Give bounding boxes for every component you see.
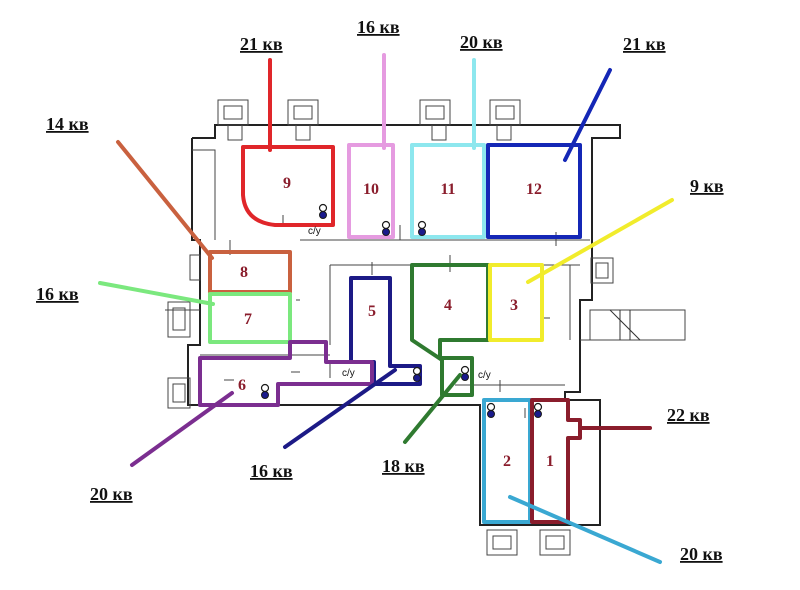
room-number-11: 11 <box>440 181 455 198</box>
room-9-outline <box>241 145 335 227</box>
toilet-icon <box>412 366 422 382</box>
area-labels: 21 кв 16 кв 20 кв 21 кв 14 кв 9 кв 16 кв… <box>36 17 724 564</box>
area-label-room-9: 21 кв <box>240 34 283 54</box>
area-label-room-10: 16 кв <box>357 17 400 37</box>
area-label-room-5: 16 кв <box>250 461 293 481</box>
area-label-room-7: 16 кв <box>36 284 79 304</box>
toilet-icon <box>533 402 543 418</box>
area-label-room-1: 22 кв <box>667 405 710 425</box>
room-number-5: 5 <box>368 303 376 320</box>
room-4-outline <box>410 263 490 397</box>
room-number-3: 3 <box>510 297 518 314</box>
area-label-room-8: 14 кв <box>46 114 89 134</box>
bathroom-label-top: с/у <box>308 226 321 237</box>
leader-line-6 <box>130 391 234 467</box>
bathroom-label-right: с/у <box>478 370 491 381</box>
toilet-icon <box>486 402 496 418</box>
room-11-outline <box>410 143 486 239</box>
room-7-outline <box>208 292 292 344</box>
window-bays <box>167 99 614 556</box>
room-numbers: 9 10 11 12 8 7 5 4 3 6 2 1 <box>238 175 554 470</box>
leader-line-3 <box>526 198 674 284</box>
room-number-9: 9 <box>283 175 291 192</box>
room-number-12: 12 <box>526 181 542 198</box>
room-8-outline <box>208 250 292 294</box>
area-label-room-11: 20 кв <box>460 32 503 52</box>
toilet-icon <box>417 220 427 236</box>
leader-line-8 <box>116 140 214 260</box>
leader-line-4 <box>403 373 462 444</box>
room-number-4: 4 <box>444 297 452 314</box>
leader-line-7 <box>98 281 215 306</box>
room-outlines <box>198 143 582 524</box>
toilet-fixtures <box>260 203 543 418</box>
area-label-room-12: 21 кв <box>623 34 666 54</box>
room-number-7: 7 <box>244 311 252 328</box>
room-5-outline <box>349 276 422 386</box>
area-label-room-6: 20 кв <box>90 484 133 504</box>
room-number-8: 8 <box>240 264 248 281</box>
room-1-outline <box>530 398 582 524</box>
room-number-6: 6 <box>238 377 246 394</box>
room-number-1: 1 <box>546 453 554 470</box>
toilet-icon <box>260 383 270 399</box>
toilet-icon <box>318 203 328 219</box>
room-number-10: 10 <box>363 181 379 198</box>
toilet-icon <box>381 220 391 236</box>
bathroom-label-middle: с/у <box>342 368 355 379</box>
area-label-room-4: 18 кв <box>382 456 425 476</box>
area-label-room-3: 9 кв <box>690 176 724 196</box>
toilet-icon <box>460 365 470 381</box>
leader-line-2 <box>508 495 662 564</box>
room-6-outline <box>198 340 374 407</box>
room-10-outline <box>347 143 395 239</box>
room-number-2: 2 <box>503 453 511 470</box>
bathroom-labels: с/у с/у с/у <box>308 226 491 381</box>
room-3-outline <box>488 263 544 342</box>
leader-line-12 <box>563 68 612 162</box>
room-12-outline <box>486 143 582 239</box>
leader-lines <box>98 53 674 564</box>
area-label-room-2: 20 кв <box>680 544 723 564</box>
leader-line-5 <box>283 368 397 449</box>
